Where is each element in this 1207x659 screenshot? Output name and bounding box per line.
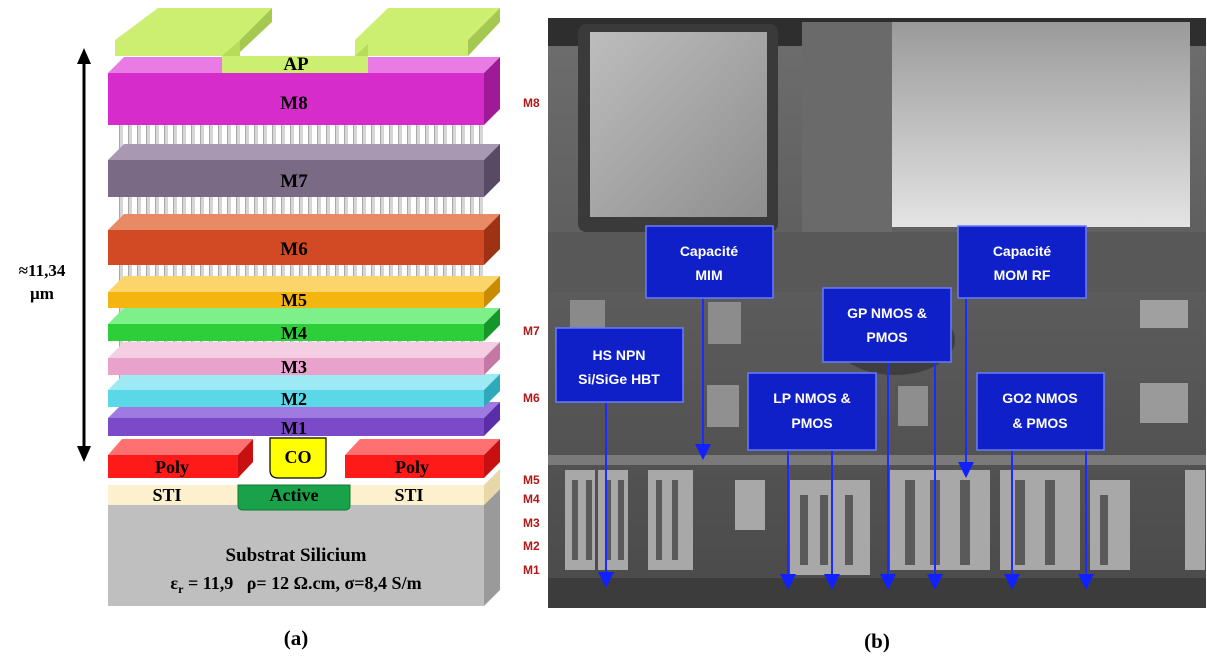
svg-text:& PMOS: & PMOS (1012, 415, 1067, 431)
m3-layer (108, 342, 500, 375)
active-label: Active (270, 485, 319, 505)
svg-text:PMOS: PMOS (866, 329, 907, 345)
co-contact (269, 437, 327, 479)
svg-text:MOM RF: MOM RF (994, 267, 1051, 283)
m5-layer (108, 276, 500, 308)
m7-label: M7 (280, 171, 308, 192)
svg-text:HS NPN: HS NPN (593, 347, 646, 363)
sem-level-m8: M8 (523, 96, 540, 110)
box-hs-npn: HS NPN Si/SiGe HBT (555, 327, 684, 403)
co-label: CO (285, 447, 312, 467)
m6-label: M6 (280, 239, 307, 260)
box-go2-nmos: GO2 NMOS & PMOS (976, 372, 1105, 451)
sem-level-m5: M5 (523, 473, 540, 487)
box-capacite-mim: Capacité MIM (645, 225, 774, 299)
m2-label: M2 (281, 389, 307, 409)
poly-right-block (345, 439, 500, 478)
m1-label: M1 (281, 418, 307, 438)
substrate-title: Substrat Silicium (226, 545, 367, 566)
mom-pad-shape (890, 22, 1190, 227)
m2-layer (108, 374, 500, 407)
svg-text:MIM: MIM (695, 267, 722, 283)
sti-left-label: STI (152, 485, 181, 505)
layer-stack-diagram: ≈11,34 µm Substrat Silicium εr = 11,9 ρ=… (19, 8, 500, 650)
ap-label: AP (283, 54, 309, 75)
poly-left-label: Poly (155, 457, 189, 477)
sem-level-m7: M7 (523, 324, 540, 338)
m7-layer (108, 144, 500, 197)
thickness-arrow (77, 48, 91, 462)
sem-level-m3: M3 (523, 516, 540, 530)
svg-text:GO2 NMOS: GO2 NMOS (1002, 390, 1077, 406)
box-gp-nmos: GP NMOS & PMOS (822, 287, 952, 363)
sem-level-m4: M4 (523, 492, 540, 506)
thickness-unit: µm (30, 284, 54, 303)
annotation-arrows (598, 298, 1094, 590)
poly-left-block (108, 439, 253, 478)
m8-label: M8 (280, 93, 307, 114)
sem-level-m1: M1 (523, 563, 540, 577)
m3-label: M3 (281, 357, 307, 377)
caption-a: (a) (284, 626, 309, 650)
ap-layer (115, 8, 500, 73)
substrate-properties: εr = 11,9 ρ= 12 Ω.cm, σ=8,4 S/m (170, 573, 421, 596)
m4-label: M4 (281, 323, 307, 343)
svg-text:LP NMOS &: LP NMOS & (773, 390, 851, 406)
box-lp-nmos: LP NMOS & PMOS (747, 372, 877, 451)
m4-layer (108, 308, 500, 341)
m8-layer (108, 57, 500, 125)
m6-layer (108, 214, 500, 265)
thickness-value: ≈11,34 (19, 261, 66, 280)
box-capacite-mom: Capacité MOM RF (957, 225, 1087, 299)
svg-text:PMOS: PMOS (791, 415, 832, 431)
sti-right-label: STI (394, 485, 423, 505)
svg-text:Si/SiGe HBT: Si/SiGe HBT (578, 371, 660, 387)
caption-b: (b) (864, 629, 890, 653)
poly-right-label: Poly (395, 457, 429, 477)
svg-text:Capacité: Capacité (680, 243, 739, 259)
sem-level-m6: M6 (523, 391, 540, 405)
sem-level-m2: M2 (523, 539, 540, 553)
svg-text:Capacité: Capacité (993, 243, 1052, 259)
svg-text:GP NMOS &: GP NMOS & (847, 305, 927, 321)
sti-layer (108, 469, 500, 511)
m5-label: M5 (281, 290, 307, 310)
